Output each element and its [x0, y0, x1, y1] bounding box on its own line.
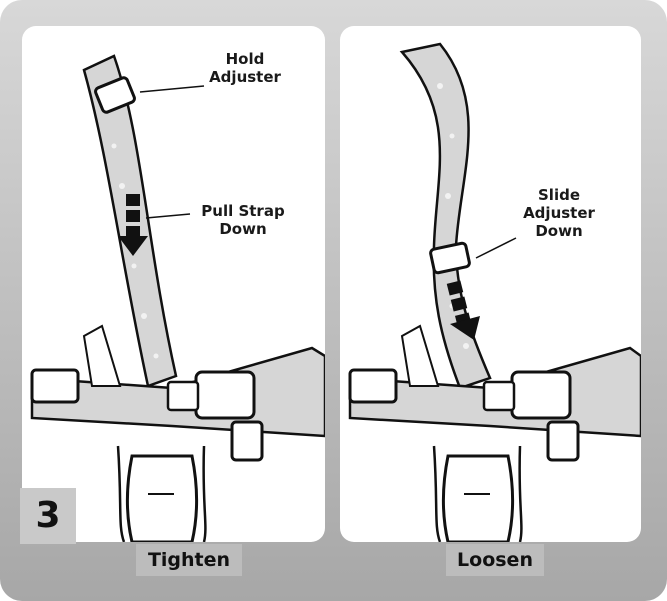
- buckle-right: [548, 422, 578, 460]
- crotch-buckle: [128, 456, 197, 542]
- buckle-center: [196, 372, 254, 418]
- caption-tighten: Tighten: [136, 544, 242, 576]
- buckle-left: [32, 370, 78, 402]
- callout-pull-strap-down: Pull Strap Down: [188, 202, 298, 238]
- loosen-illustration: [340, 26, 641, 542]
- buckle-center: [512, 372, 570, 418]
- caption-loosen: Loosen: [446, 544, 544, 576]
- step-number: 3: [20, 488, 76, 544]
- callout-slide-adjuster-down: Slide Adjuster Down: [514, 186, 604, 240]
- crotch-buckle: [444, 456, 513, 542]
- tighten-panel: [22, 26, 325, 542]
- buckle-tongue: [484, 382, 514, 410]
- buckle-tongue: [168, 382, 198, 410]
- tighten-illustration: [22, 26, 325, 542]
- callout-hold-adjuster: Hold Adjuster: [200, 50, 290, 86]
- loosen-panel: [340, 26, 641, 542]
- buckle-left: [350, 370, 396, 402]
- buckle-right: [232, 422, 262, 460]
